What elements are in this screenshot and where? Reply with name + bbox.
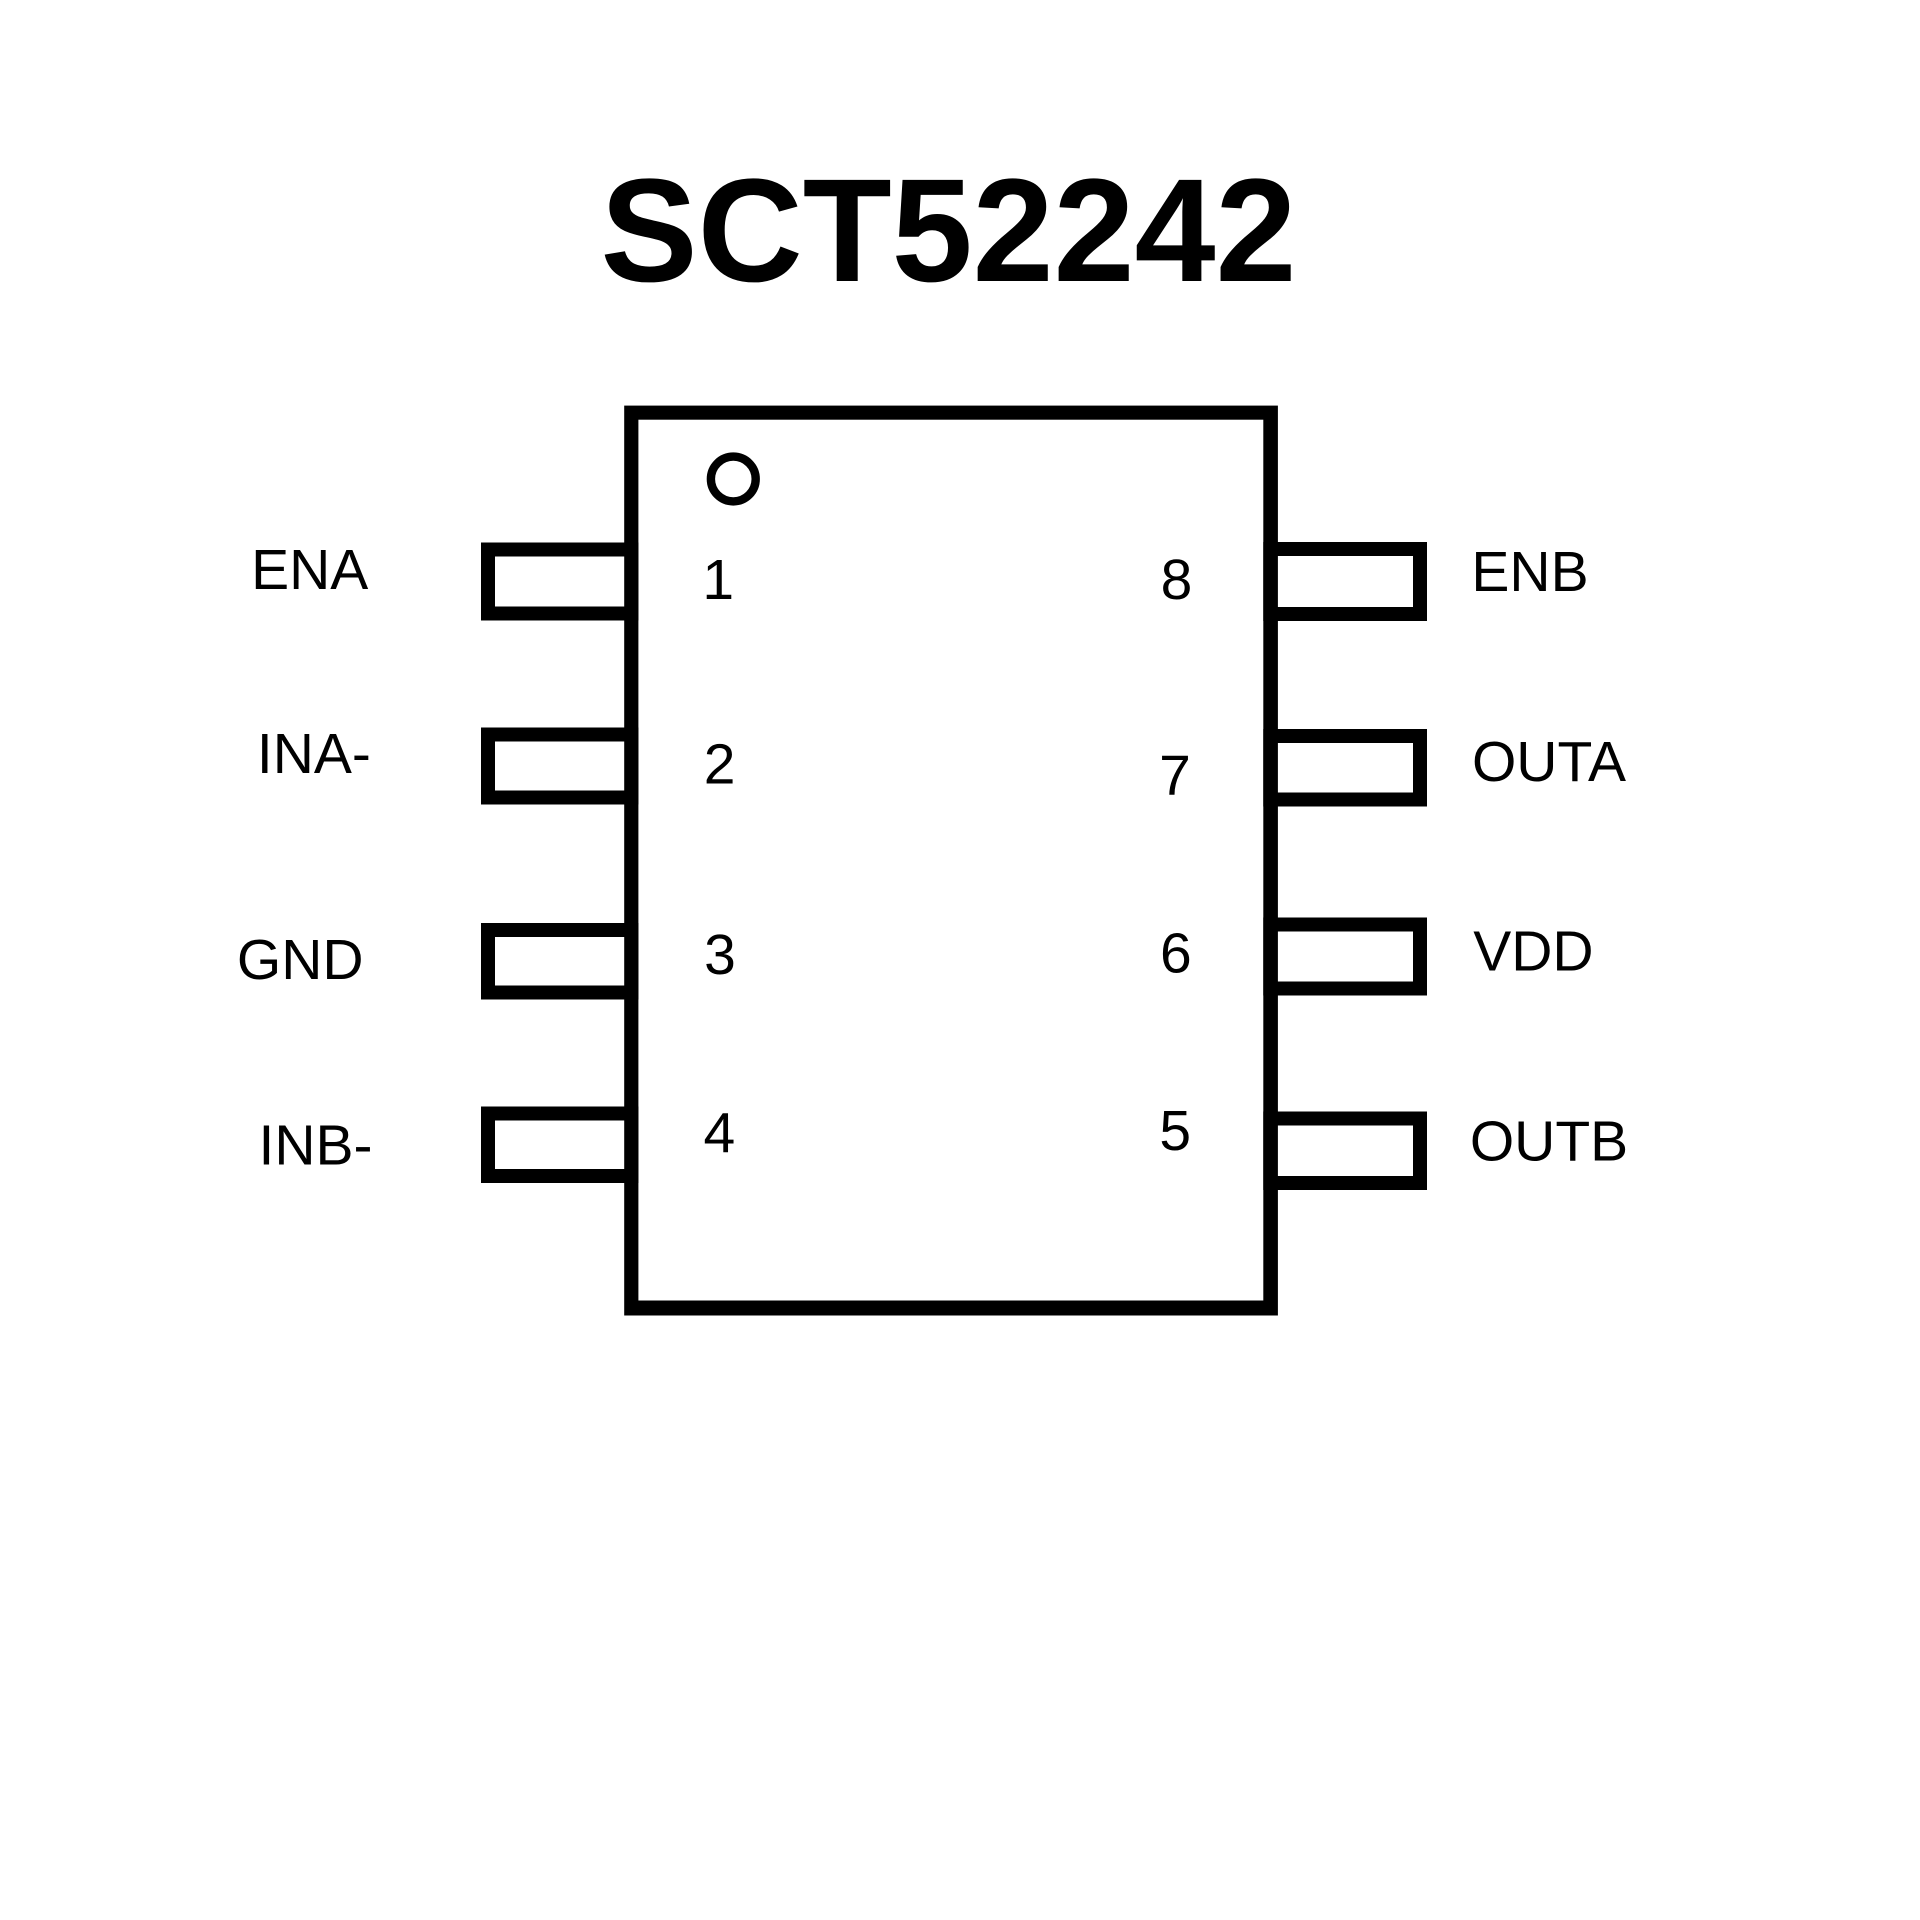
svg-text:1: 1 (702, 548, 734, 612)
svg-text:3: 3 (704, 923, 736, 987)
svg-text:ENA: ENA (251, 538, 368, 602)
svg-text:GND: GND (237, 928, 364, 992)
svg-text:VDD: VDD (1473, 919, 1593, 983)
svg-text:SCT52242: SCT52242 (601, 149, 1297, 313)
svg-text:4: 4 (704, 1101, 736, 1165)
svg-text:OUTA: OUTA (1472, 730, 1626, 794)
svg-text:7: 7 (1159, 744, 1191, 808)
svg-text:OUTB: OUTB (1470, 1110, 1628, 1174)
svg-text:ENB: ENB (1471, 540, 1588, 604)
svg-text:6: 6 (1160, 922, 1192, 986)
svg-text:INA-: INA- (257, 722, 371, 786)
svg-text:2: 2 (704, 733, 736, 797)
svg-text:5: 5 (1159, 1099, 1191, 1163)
svg-text:8: 8 (1161, 548, 1193, 612)
svg-text:INB-: INB- (259, 1113, 373, 1177)
